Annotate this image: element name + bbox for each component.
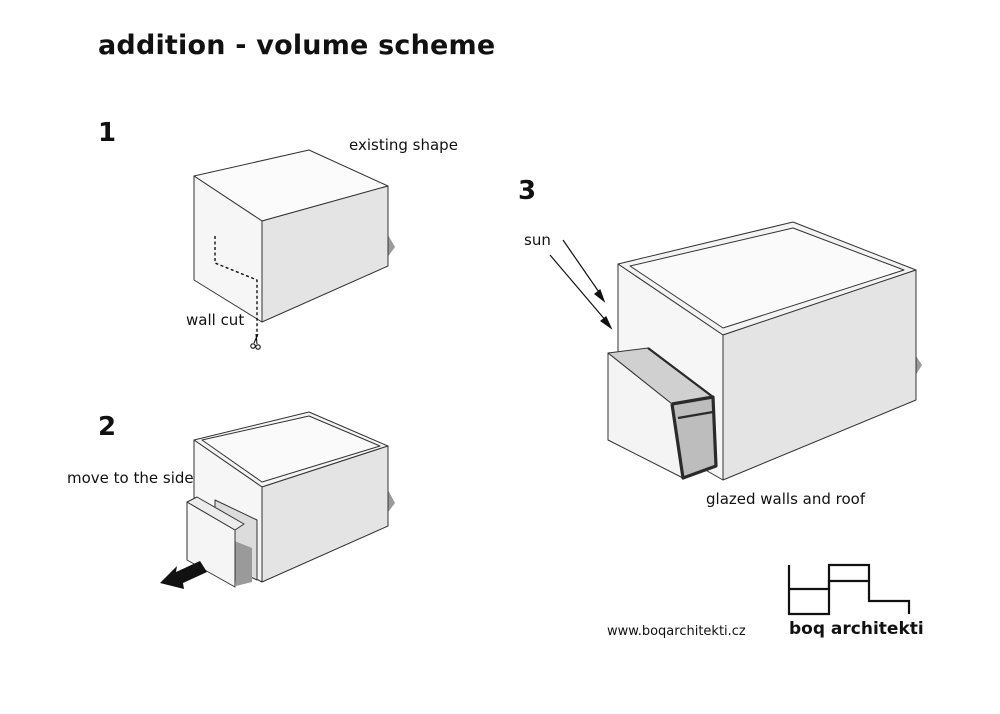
scissors-icon: [250, 333, 261, 350]
moved-block-side: [186, 496, 245, 531]
step-1-number: 1: [98, 118, 117, 148]
page-title: addition - volume scheme: [98, 30, 496, 61]
label-glazed-walls: glazed walls and roof: [706, 490, 866, 508]
glazed-frame-edge: [647, 347, 714, 398]
step-2-number: 2: [98, 412, 117, 442]
box-1-right: [261, 185, 389, 323]
footer-url: www.boqarchitekti.cz: [607, 624, 746, 639]
box-step-3: [607, 221, 922, 481]
wall-cut-line: [214, 236, 258, 340]
sun-ray-arrows-icon: [549, 239, 613, 330]
label-move-to-side: move to the side: [67, 469, 194, 487]
box-3-right: [722, 269, 917, 481]
box-step-2: [186, 411, 395, 588]
box-2-right: [261, 445, 389, 583]
box-3-parapet: [629, 227, 905, 329]
moved-block-shadow: [232, 540, 252, 586]
box-2-parapet: [201, 415, 381, 483]
arrow-left-icon: [160, 561, 207, 589]
box-step-1: [193, 149, 395, 340]
step-3-number: 3: [518, 176, 537, 206]
label-existing-shape: existing shape: [349, 136, 458, 154]
brand-name: boq architekti: [789, 619, 924, 639]
glazed-frame-mullion: [677, 410, 714, 420]
boq-architekti-logo: [787, 563, 911, 616]
label-sun: sun: [524, 231, 551, 249]
glazed-frame: [670, 395, 718, 480]
label-wall-cut: wall cut: [186, 311, 245, 329]
